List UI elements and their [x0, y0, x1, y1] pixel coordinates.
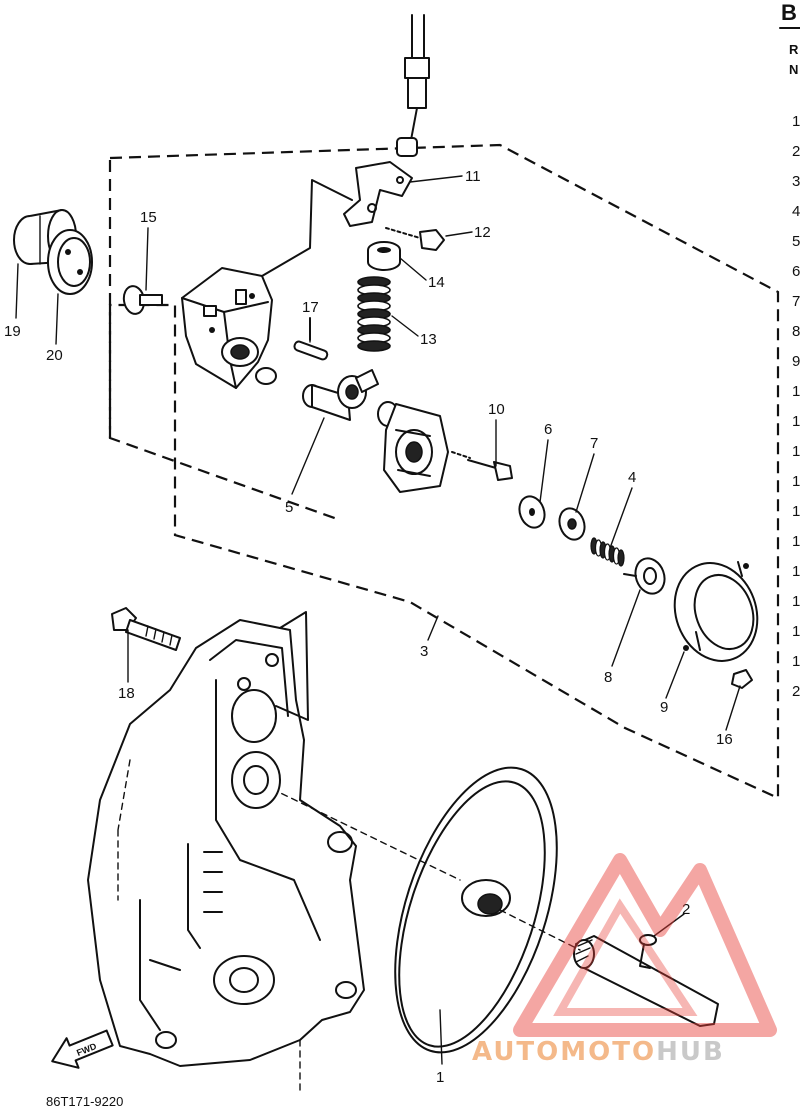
part-8-plate — [623, 557, 666, 595]
index-number: 1 — [792, 443, 800, 460]
part-15-washer-bolt — [122, 285, 163, 315]
index-number: 5 — [792, 233, 800, 250]
crankcase-housing — [87, 619, 365, 1091]
index-number: 1 — [792, 503, 800, 520]
index-number: 1 — [792, 533, 800, 550]
callout-12: 12 — [474, 224, 491, 241]
header-letter: B — [781, 0, 797, 25]
part-4-small-spring — [590, 537, 625, 567]
watermark-text: AUTOMOTOHUB — [472, 1037, 725, 1067]
index-column: 1 2 3 4 5 6 7 8 9 1 1 1 1 1 1 1 1 1 1 2 — [792, 113, 800, 700]
index-number: 1 — [792, 383, 800, 400]
index-number: 9 — [792, 353, 800, 370]
index-number: 1 — [792, 113, 800, 130]
index-number: 1 — [792, 473, 800, 490]
diagram-code: 86T171-9220 — [46, 1094, 123, 1109]
watermark-text-part1: AUTOMOTO — [472, 1037, 656, 1067]
governor-housing — [181, 267, 277, 389]
index-number: 1 — [792, 593, 800, 610]
callout-6: 6 — [544, 421, 552, 438]
part-7-clip — [558, 507, 586, 541]
part-2-shaft — [573, 934, 719, 1027]
callout-15: 15 — [140, 209, 157, 226]
callout-18: 18 — [118, 685, 135, 702]
assembly-axis — [261, 783, 581, 951]
leader-housing-to-11 — [261, 179, 353, 277]
spring-coil — [357, 340, 391, 352]
callout-16: 16 — [716, 731, 733, 748]
leader-bolt-18 — [275, 611, 309, 721]
index-number: 8 — [792, 323, 800, 340]
watermark-text-part2: HUB — [656, 1037, 725, 1067]
index-number: 7 — [792, 293, 800, 310]
assembly-boundary-dashed — [108, 143, 780, 800]
callout-13: 13 — [420, 331, 437, 348]
header-line-1: R — [789, 42, 799, 57]
callout-19: 19 — [4, 323, 21, 340]
callout-8: 8 — [604, 669, 612, 686]
part-6-washer — [518, 495, 546, 529]
index-number: 1 — [792, 563, 800, 580]
header-line-2: N — [789, 62, 798, 77]
callout-17: 17 — [302, 299, 319, 316]
index-number: 4 — [792, 203, 800, 220]
part-18-bolt — [111, 607, 181, 651]
part-17-pin — [293, 317, 329, 361]
callout-10: 10 — [488, 401, 505, 418]
callout-9: 9 — [660, 699, 668, 716]
throttle-cable — [396, 14, 430, 157]
part-5-shaft — [302, 369, 379, 421]
callout-7: 7 — [590, 435, 598, 452]
callout-5: 5 — [285, 499, 293, 516]
part-20-cap — [47, 229, 93, 295]
watermark-logo-icon — [513, 853, 777, 1037]
callout-14: 14 — [428, 274, 445, 291]
spring-coil — [617, 549, 625, 567]
callout-leaders — [15, 175, 741, 1065]
part-10-bolt — [451, 451, 513, 481]
index-number: 2 — [792, 683, 800, 700]
callout-4: 4 — [628, 469, 636, 486]
part-12-screw — [385, 227, 445, 251]
part-13-spring — [357, 276, 391, 352]
part-9-cover-cap — [673, 561, 759, 662]
fwd-arrow-icon: FWD — [51, 1029, 114, 1069]
callout-3: 3 — [420, 643, 428, 660]
callout-11: 11 — [465, 168, 481, 185]
index-number: 1 — [792, 413, 800, 430]
index-number: 1 — [792, 623, 800, 640]
index-number: 6 — [792, 263, 800, 280]
callout-2: 2 — [682, 901, 690, 918]
index-number: 3 — [792, 173, 800, 190]
governor-cover — [377, 401, 449, 493]
callout-1: 1 — [436, 1069, 444, 1086]
part-14-spring-cap — [367, 241, 401, 271]
index-number: 2 — [792, 143, 800, 160]
index-number: 1 — [792, 653, 800, 670]
part-11-bracket — [343, 161, 413, 227]
callout-20: 20 — [46, 347, 63, 364]
part-16-screw — [731, 669, 753, 689]
